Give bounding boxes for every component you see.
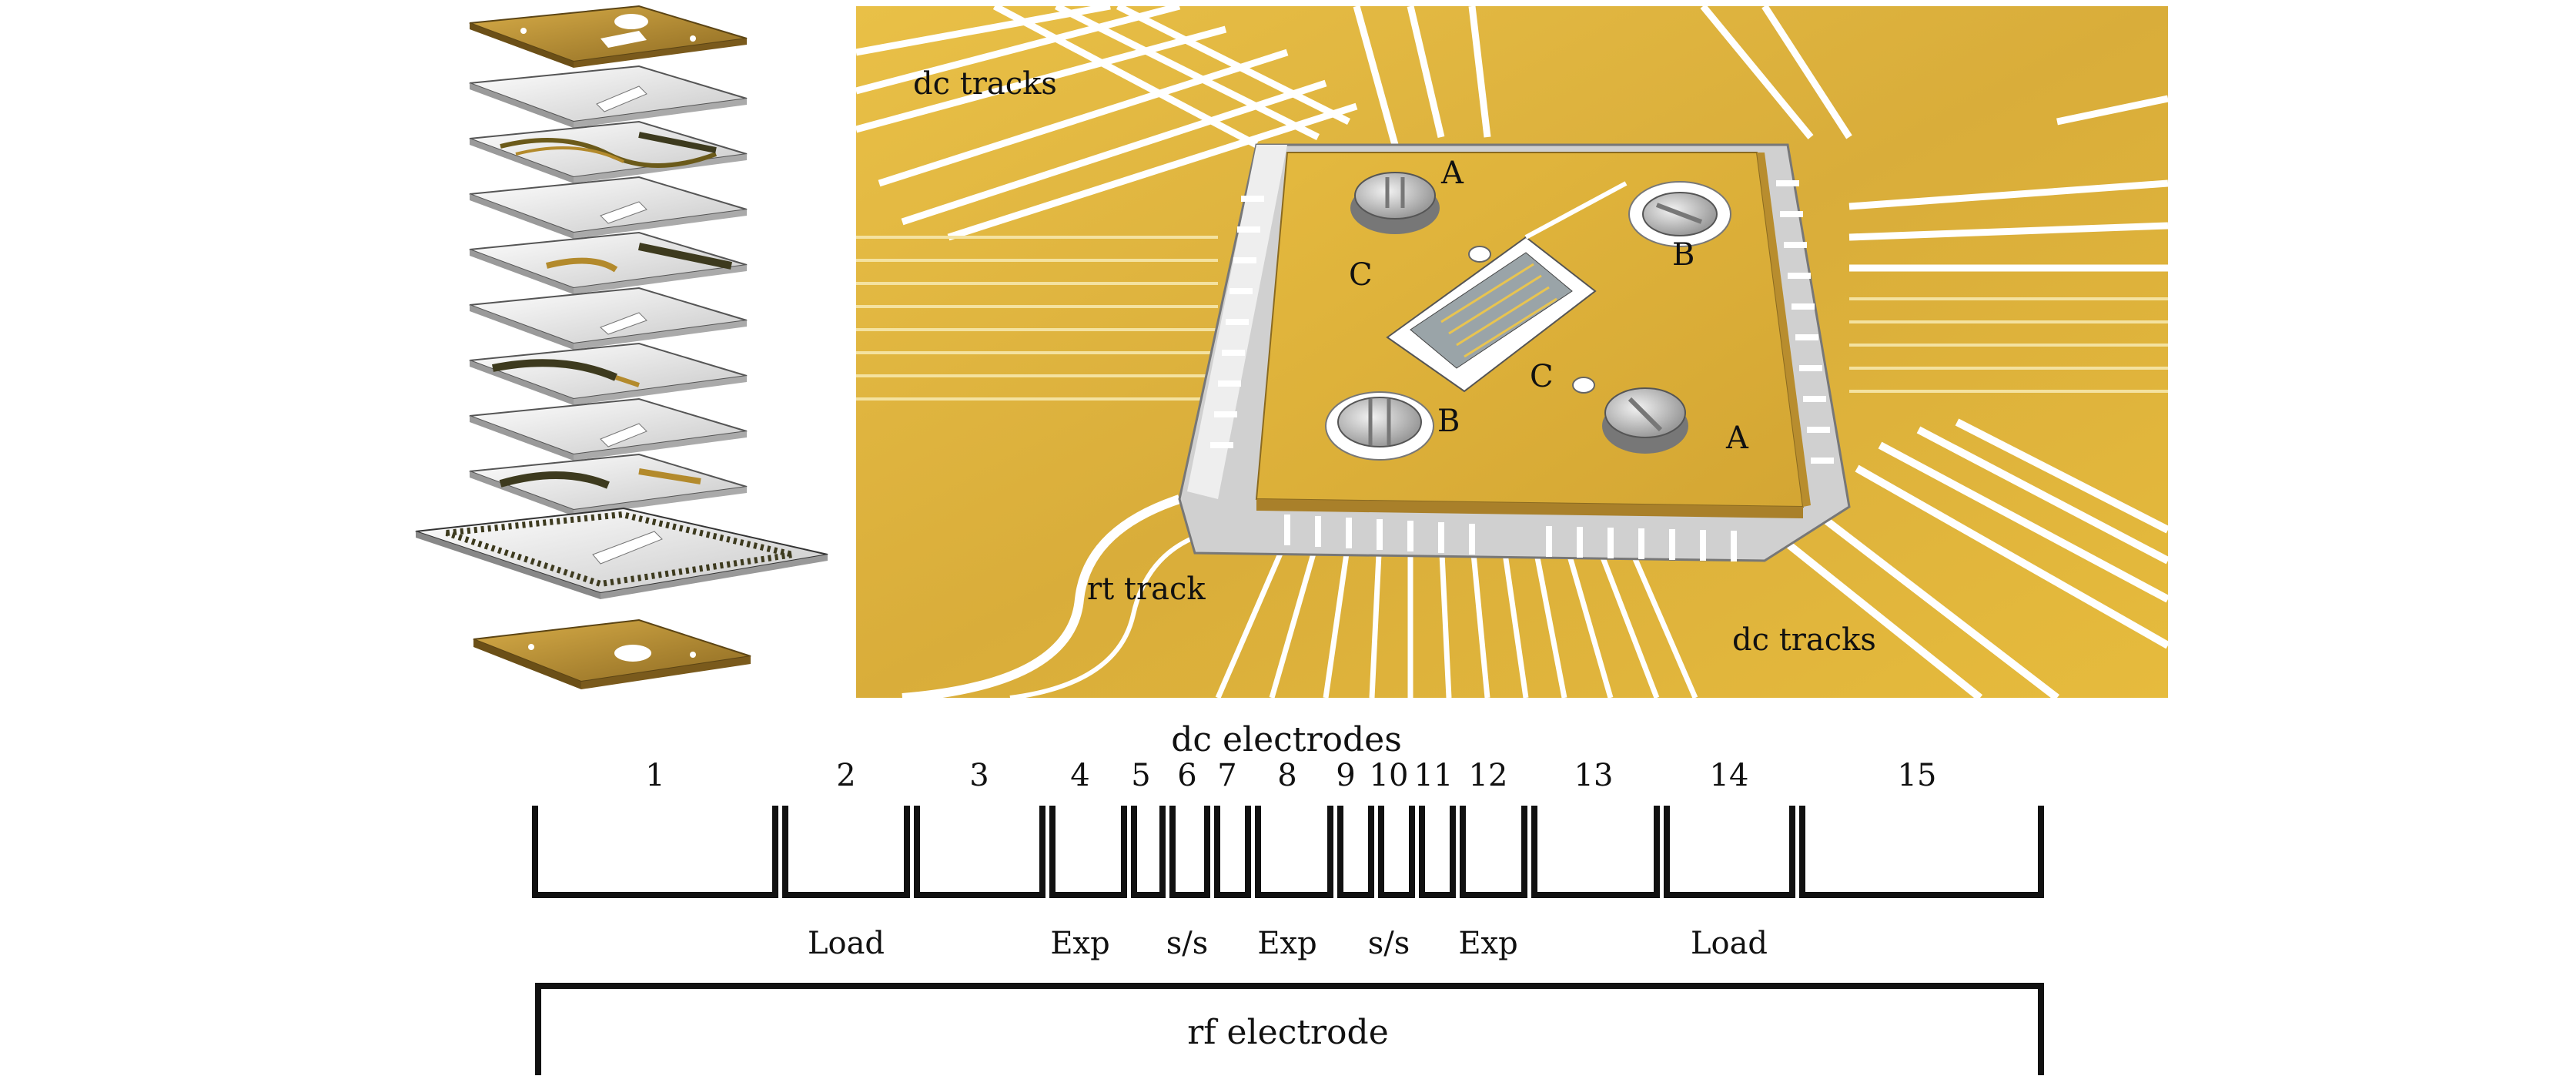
rf-electrode-label: rf electrode <box>1187 1013 1389 1052</box>
zone-labels: Load Exp s/s Exp s/s Exp Load <box>808 926 1768 961</box>
rf-electrode <box>535 983 2044 1075</box>
dc-electrode-13 <box>1531 806 1660 898</box>
layer-plate-10-frame <box>415 507 828 599</box>
dc-electrode-8 <box>1255 806 1333 898</box>
label-screw-b-top: B <box>1672 237 1694 273</box>
screw-a-bottom-right <box>1602 387 1688 454</box>
dc-electrode-numbers: 1 2 3 4 5 6 7 8 9 10 11 12 13 14 15 <box>645 758 1936 793</box>
trap-slot <box>1386 181 1628 393</box>
dc-electrode-number: 7 <box>1217 758 1236 793</box>
layer-top-gold <box>469 5 748 68</box>
dc-tracks-right <box>1849 297 2168 393</box>
dc-electrode-segments <box>532 806 2044 898</box>
dc-electrode-1 <box>532 806 778 898</box>
screw-b-bottom-left <box>1325 391 1434 461</box>
dc-tracks-left <box>856 236 1218 401</box>
zone-label: Load <box>808 926 885 961</box>
hole-c-bottom <box>1572 377 1595 394</box>
dc-electrode-number: 15 <box>1898 758 1937 793</box>
zone-label: s/s <box>1368 926 1410 961</box>
zone-label: Load <box>1691 926 1768 961</box>
label-hole-c-bottom: C <box>1530 359 1554 394</box>
layer-plate-3-tracks <box>469 120 748 183</box>
exploded-layer-stack <box>415 5 828 689</box>
dc-electrode-14 <box>1664 806 1795 898</box>
electrode-schematic: dc electrodes 1 2 3 4 5 6 7 8 9 10 11 12… <box>532 720 2044 1075</box>
zone-label: Exp <box>1458 926 1517 961</box>
dc-tracks-top-right <box>1353 6 2168 272</box>
rt-track-curve <box>902 494 1181 698</box>
label-dc-tracks-bottom: dc tracks <box>1732 622 1876 658</box>
dc-electrode-12 <box>1460 806 1527 898</box>
layer-plate-7-tracks <box>469 342 748 405</box>
dc-electrode-6 <box>1169 806 1210 898</box>
screw-b-top-right <box>1628 181 1731 247</box>
dc-electrode-11 <box>1419 806 1456 898</box>
dc-electrode-number: 12 <box>1469 758 1508 793</box>
dc-electrode-5 <box>1131 806 1166 898</box>
dc-electrode-4 <box>1049 806 1127 898</box>
layer-plate-5-tracks <box>469 231 748 294</box>
dc-electrode-number: 9 <box>1336 758 1355 793</box>
layer-plate-6 <box>469 287 748 350</box>
dc-electrode-10 <box>1378 806 1415 898</box>
zone-label: Exp <box>1257 926 1316 961</box>
dc-electrode-number: 2 <box>836 758 855 793</box>
dc-electrode-number: 8 <box>1277 758 1296 793</box>
label-hole-c-top: C <box>1349 257 1373 293</box>
dc-electrode-number: 14 <box>1710 758 1749 793</box>
zone-label: s/s <box>1166 926 1209 961</box>
dc-electrode-2 <box>782 806 910 898</box>
dc-electrodes-title: dc electrodes <box>1171 720 1402 759</box>
dc-electrode-15 <box>1799 806 2044 898</box>
dc-electrode-number: 1 <box>645 758 664 793</box>
dc-electrode-number: 4 <box>1070 758 1089 793</box>
layer-plate-4 <box>469 176 748 239</box>
layer-plate-9-tracks <box>469 453 748 516</box>
dc-electrode-3 <box>914 806 1045 898</box>
dc-electrode-9 <box>1337 806 1374 898</box>
label-screw-a-top: A <box>1440 156 1464 191</box>
screw-a-top-left <box>1350 172 1440 234</box>
hole-c-top <box>1468 246 1491 263</box>
dc-electrode-number: 5 <box>1131 758 1150 793</box>
dc-tracks-bottom <box>1215 536 1698 698</box>
dc-tracks-bottom-right <box>1777 418 2168 698</box>
label-screw-a-bottom: A <box>1725 421 1749 456</box>
chip-assembly-render: dc tracks dc tracks rt track A B B A C C <box>856 6 2168 698</box>
label-screw-b-bottom: B <box>1437 404 1460 439</box>
dc-electrode-number: 6 <box>1177 758 1196 793</box>
layer-plate-2 <box>469 65 748 128</box>
rt-track-curve-inner <box>1009 528 1219 698</box>
dc-electrode-number: 3 <box>969 758 989 793</box>
dc-electrode-number: 11 <box>1414 758 1454 793</box>
label-rt-track: rt track <box>1087 571 1206 607</box>
layer-plate-8 <box>469 397 748 461</box>
layer-bottom-gold <box>473 618 751 689</box>
dc-electrode-7 <box>1214 806 1251 898</box>
label-dc-tracks-top: dc tracks <box>913 66 1057 102</box>
dc-electrode-number: 13 <box>1574 758 1614 793</box>
dc-electrode-number: 10 <box>1370 758 1409 793</box>
zone-label: Exp <box>1050 926 1109 961</box>
dc-tracks-top-left <box>856 6 1358 241</box>
